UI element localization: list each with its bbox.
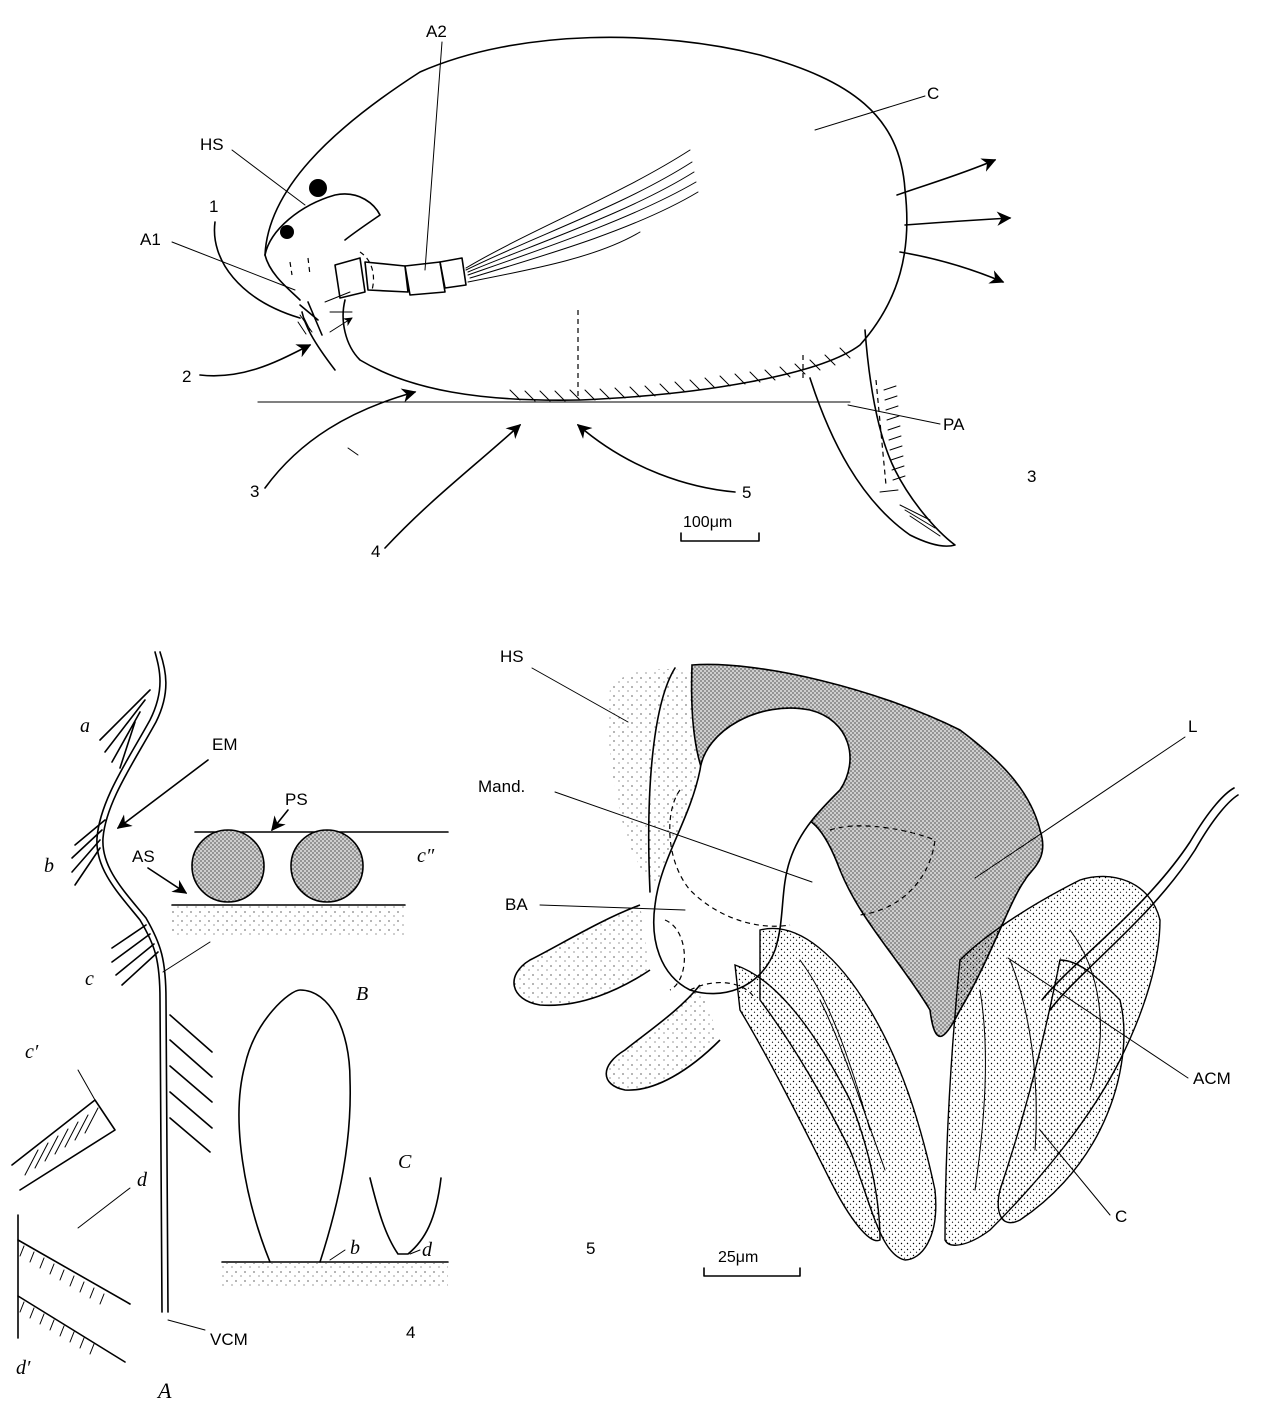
fig5-scale-bar: [704, 1268, 800, 1276]
flow-arrow-1: [897, 160, 995, 195]
figure-3: HS A2 C 1 A1 2 PA 3 5 4 3 100μm: [140, 22, 1036, 561]
fig3-scale-label: 100μm: [683, 514, 732, 531]
fig5-label-acm: ACM: [1193, 1069, 1231, 1088]
fig3-label-a1: A1: [140, 230, 161, 249]
fig3-label-4: 4: [371, 542, 380, 561]
fig3-number: 3: [1027, 467, 1036, 486]
fig5-label-c: C: [1115, 1207, 1127, 1226]
comb-cross-section-2: [291, 830, 363, 902]
figure-4: a EM PS b AS c″ c c′ B C d b d VCM 4 d′ …: [12, 652, 448, 1403]
basal-appendage: [514, 905, 650, 1005]
fig4-label-vcm: VCM: [210, 1330, 248, 1349]
fig3-label-hs: HS: [200, 135, 224, 154]
fig3-scale-bar: [681, 533, 759, 541]
fig4-label-big-a: A: [156, 1378, 172, 1403]
fig5-label-hs: HS: [500, 647, 524, 666]
detail-d-prime: [18, 1188, 130, 1362]
fig3-label-2: 2: [182, 367, 191, 386]
fig5-label-mand: Mand.: [478, 777, 525, 796]
fig4-label-d: d: [137, 1169, 148, 1191]
figure-5: HS L Mand. BA ACM C 5 25μm: [478, 647, 1238, 1276]
arrow-4: [385, 425, 520, 548]
arrow-5: [578, 425, 735, 492]
comb-cross-section-1: [192, 830, 264, 902]
fig3-label-a2: A2: [426, 22, 447, 41]
fig4-label-as: AS: [132, 847, 155, 866]
fig4-label-c: c: [85, 968, 94, 990]
detail-b-c: [222, 990, 448, 1287]
antenna-2: [335, 150, 698, 298]
fig5-label-ba: BA: [505, 895, 528, 914]
fig5-scale-label: 25μm: [718, 1249, 758, 1266]
head-outline: [265, 194, 380, 255]
fig4-label-small-d: d: [422, 1239, 433, 1261]
fig3-label-3: 3: [250, 482, 259, 501]
compound-eye: [309, 179, 327, 197]
fig3-label-5: 5: [742, 483, 751, 502]
fig4-label-big-b: B: [356, 983, 368, 1005]
fig3-label-c: C: [927, 84, 939, 103]
flow-arrow-2: [905, 218, 1010, 225]
fig4-label-small-b: b: [350, 1237, 360, 1259]
fig4-label-a: a: [80, 715, 90, 737]
fig4-label-c-double-prime: c″: [417, 845, 435, 867]
fig4-label-em: EM: [212, 735, 238, 754]
fig4-number: 4: [406, 1323, 415, 1342]
fig4-label-b: b: [44, 855, 54, 877]
fig3-label-pa: PA: [943, 415, 965, 434]
ocellus: [280, 225, 294, 239]
fig4-label-big-c: C: [398, 1151, 412, 1173]
fig3-label-1: 1: [209, 197, 218, 216]
arrow-2: [200, 345, 310, 376]
detail-c-prime: [12, 1070, 115, 1190]
carapace-outline: [265, 37, 907, 400]
fig4-label-c-prime: c′: [25, 1041, 39, 1063]
fig5-label-l: L: [1188, 717, 1197, 736]
arrow-3: [265, 392, 415, 488]
fig4-label-ps: PS: [285, 790, 308, 809]
flow-arrow-3: [900, 252, 1003, 282]
fig4-label-d-prime: d′: [16, 1357, 31, 1379]
detail-c-double-prime: [148, 810, 448, 938]
rostrum: [265, 255, 300, 300]
fig5-number: 5: [586, 1239, 595, 1258]
